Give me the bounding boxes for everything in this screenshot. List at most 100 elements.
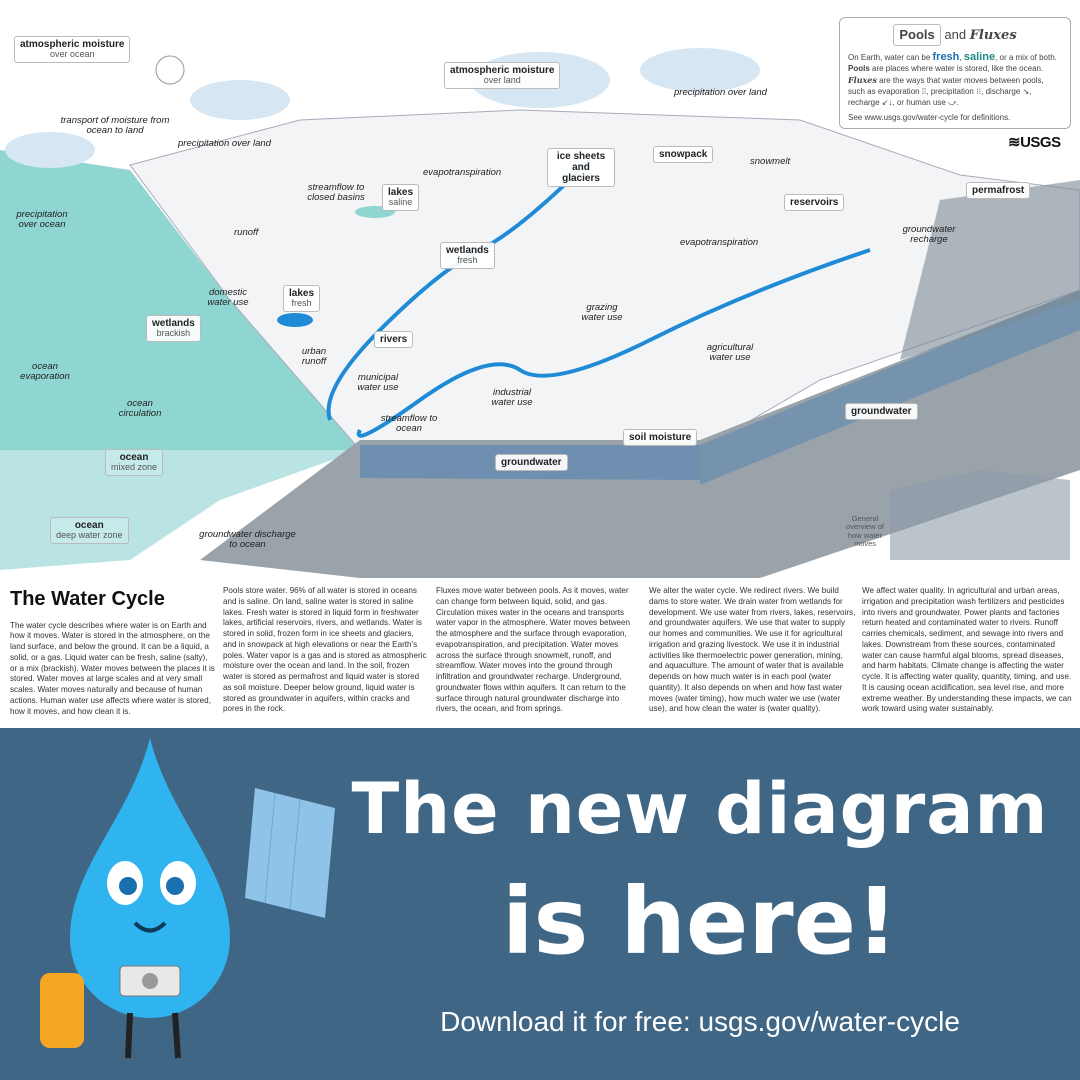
- legend-text: Fluxes: [848, 75, 877, 86]
- flux-label: precipitation over ocean: [16, 209, 68, 231]
- pool-label: permafrost: [966, 182, 1031, 199]
- pool-sub: saline: [388, 197, 413, 207]
- legend-text: On Earth, water can be: [848, 52, 931, 62]
- legend-text: ,: [959, 52, 962, 62]
- legend-pools: Pools: [893, 24, 941, 46]
- pool-sub: fresh: [291, 298, 312, 308]
- flux-label: snowmelt: [750, 156, 791, 167]
- drop-body: [70, 738, 230, 1018]
- flux-label: urban runoff: [301, 346, 327, 368]
- inset-caption: General overview of how water moves: [846, 514, 884, 548]
- pool-label: soil moisture: [623, 429, 698, 446]
- pool-name: soil moisture: [629, 432, 692, 443]
- flux-label: grazing water use: [581, 302, 623, 324]
- pools-fluxes-legend: Pools and Fluxes On Earth, water can be …: [839, 17, 1071, 129]
- pool-name: groundwater: [501, 457, 562, 468]
- flux-label: domestic water use: [207, 287, 249, 309]
- mountain-slope: [900, 180, 1080, 360]
- intro-paragraph: The water cycle describes where water is…: [10, 620, 215, 716]
- river-2: [356, 248, 871, 438]
- intro-column: The Water Cycle The water cycle describe…: [10, 586, 215, 717]
- backpack-icon: [40, 973, 84, 1048]
- flux-label: groundwater discharge to ocean: [199, 529, 296, 551]
- flux-label: agricultural water use: [706, 342, 754, 364]
- flux-label: groundwater recharge: [902, 224, 956, 246]
- headline-line-2: is here!: [502, 868, 898, 975]
- flux-label: ocean circulation: [118, 398, 162, 420]
- lake-fresh: [277, 313, 313, 327]
- sun-icon: [155, 55, 185, 85]
- legend-see[interactable]: See www.usgs.gov/water-cycle for definit…: [848, 112, 1011, 122]
- page-title: The Water Cycle: [10, 588, 165, 610]
- pool-name: permafrost: [972, 185, 1025, 196]
- legend-text: Pools: [848, 64, 870, 74]
- pool-label: reservoirs: [784, 194, 845, 211]
- flux-label: streamflow to ocean: [380, 413, 438, 435]
- river: [326, 158, 592, 421]
- ocean-surface: [0, 150, 360, 450]
- pool-name: rivers: [380, 334, 408, 345]
- legend-saline: saline: [963, 50, 996, 63]
- flux-label: evapotranspiration: [423, 167, 502, 178]
- pool-label: snowpack: [653, 146, 714, 163]
- pool-name: reservoirs: [790, 197, 839, 208]
- flux-label: precipitation over land: [674, 87, 767, 98]
- flux-label: precipitation over land: [178, 138, 271, 149]
- cross-section: [200, 290, 1080, 578]
- pool-name: wetlands: [446, 245, 489, 256]
- legend-line: Pools are places where water is stored, …: [848, 64, 1062, 75]
- legend-title: Pools and Fluxes: [848, 24, 1062, 46]
- download-link[interactable]: Download it for free: usgs.gov/water-cyc…: [440, 1006, 960, 1037]
- pool-sub: over land: [483, 75, 521, 85]
- legend-text: , or a mix of both.: [995, 52, 1057, 62]
- flux-label: runoff: [234, 227, 259, 238]
- flux-label: ocean evaporation: [20, 361, 70, 383]
- pool-label: rivers: [374, 331, 414, 348]
- pool-sub: over ocean: [49, 49, 95, 59]
- announcement-banner: The new diagram is here! Download it for…: [0, 728, 1080, 1080]
- map-icon: [245, 788, 335, 918]
- pool-name: lakes: [289, 288, 315, 299]
- overview-inset: [890, 470, 1070, 560]
- pools-paragraph: Pools store water. 96% of all water is s…: [223, 586, 427, 714]
- quality-paragraph: We affect water quality. In agricultural…: [862, 586, 1072, 714]
- groundwater-layer-side: [700, 290, 1080, 485]
- flux-label: evapotranspiration: [680, 237, 759, 248]
- pool-sub: mixed zone: [111, 462, 158, 472]
- flux-label: municipal water use: [357, 372, 399, 394]
- flux-label: streamflow to closed basins: [307, 182, 365, 204]
- pool-label: groundwater: [495, 454, 568, 471]
- pool-name: lakes: [388, 187, 414, 198]
- pool-sub: fresh: [457, 255, 478, 265]
- legend-and: and: [944, 27, 967, 42]
- legend-line: Fluxes are the ways that water moves bet…: [848, 75, 1062, 108]
- pool-name: atmospheric moisture: [20, 39, 125, 50]
- pool-label: groundwater: [845, 403, 918, 420]
- legend-text: are the ways that water moves between po…: [848, 76, 1044, 107]
- water-drop-mascot: [40, 738, 335, 1059]
- legend-fresh: fresh: [932, 50, 960, 63]
- fluxes-paragraph: Fluxes move water between pools. As it m…: [436, 586, 631, 714]
- pool-sub: brackish: [156, 328, 191, 338]
- legend-text: are places where water is stored, like t…: [869, 64, 1044, 74]
- flux-label: transport of moisture from ocean to land: [60, 115, 170, 137]
- pool-name: wetlands: [152, 318, 195, 329]
- legend-fluxes: Fluxes: [969, 28, 1017, 43]
- explanation-text: The Water Cycle The water cycle describe…: [0, 578, 1080, 728]
- usgs-logo: ≋USGS: [1008, 134, 1061, 151]
- pool-name: ocean: [74, 520, 104, 531]
- headline-line-1: The new diagram: [351, 768, 1049, 850]
- legend-line: On Earth, water can be fresh, saline, or…: [848, 50, 1062, 65]
- pool-name: ocean: [119, 452, 149, 463]
- flux-label: industrial water use: [491, 387, 533, 409]
- pool-name: ice sheets and glaciers: [556, 151, 606, 184]
